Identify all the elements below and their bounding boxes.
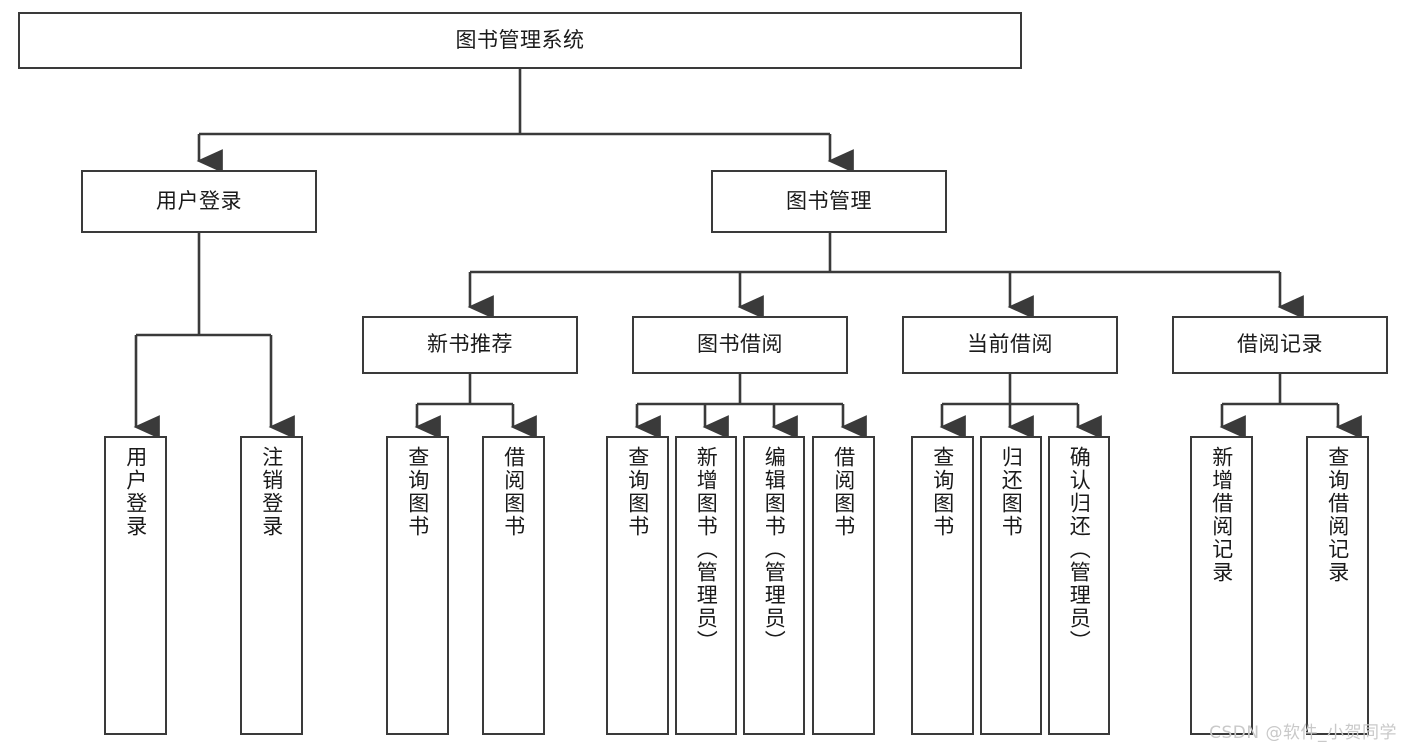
leaf-user-login-signin[interactable]: 用户登录 [104,436,167,735]
node-label: 当前借阅 [967,332,1053,357]
node-label: 查询借阅记录 [1325,446,1350,584]
node-label: 借阅记录 [1237,332,1323,357]
leaf-current-query-book[interactable]: 查询图书 [911,436,974,735]
node-label: 用户登录 [123,446,148,538]
leaf-record-add-record[interactable]: 新增借阅记录 [1190,436,1253,735]
leaf-borrow-add-book[interactable]: 新增图书（管理员） [675,436,737,735]
node-book-management[interactable]: 图书管理 [711,170,947,233]
leaf-current-return-book[interactable]: 归还图书 [980,436,1042,735]
leaf-recommend-query-book[interactable]: 查询图书 [386,436,449,735]
node-label: 确认归还（管理员） [1067,446,1092,653]
node-root-system[interactable]: 图书管理系统 [18,12,1022,69]
leaf-user-login-signout[interactable]: 注销登录 [240,436,303,735]
node-label: 新增借阅记录 [1209,446,1234,584]
leaf-borrow-borrow-book[interactable]: 借阅图书 [812,436,875,735]
node-label: 新书推荐 [427,332,513,357]
node-label: 查询图书 [625,446,650,538]
node-label: 查询图书 [405,446,430,538]
node-label: 图书管理 [786,188,872,213]
node-new-book-recommend[interactable]: 新书推荐 [362,316,578,374]
node-user-login[interactable]: 用户登录 [81,170,317,233]
leaf-borrow-edit-book[interactable]: 编辑图书（管理员） [743,436,805,735]
node-book-borrow[interactable]: 图书借阅 [632,316,848,374]
node-label: 查询图书 [930,446,955,538]
leaf-current-confirm-return[interactable]: 确认归还（管理员） [1048,436,1110,735]
leaf-borrow-query-book[interactable]: 查询图书 [606,436,669,735]
node-label: 用户登录 [156,188,242,213]
node-label: 编辑图书（管理员） [762,446,787,653]
node-label: 图书借阅 [697,332,783,357]
node-label: 借阅图书 [831,446,856,538]
node-label: 归还图书 [999,446,1024,538]
node-label: 借阅图书 [501,446,526,538]
node-current-borrow[interactable]: 当前借阅 [902,316,1118,374]
node-borrow-record[interactable]: 借阅记录 [1172,316,1388,374]
node-label: 新增图书（管理员） [694,446,719,653]
node-label: 注销登录 [259,446,284,538]
node-label: 图书管理系统 [455,27,585,52]
leaf-recommend-borrow-book[interactable]: 借阅图书 [482,436,545,735]
leaf-record-query-record[interactable]: 查询借阅记录 [1306,436,1369,735]
csdn-watermark: CSDN @软件_小贺同学 [1209,723,1397,743]
